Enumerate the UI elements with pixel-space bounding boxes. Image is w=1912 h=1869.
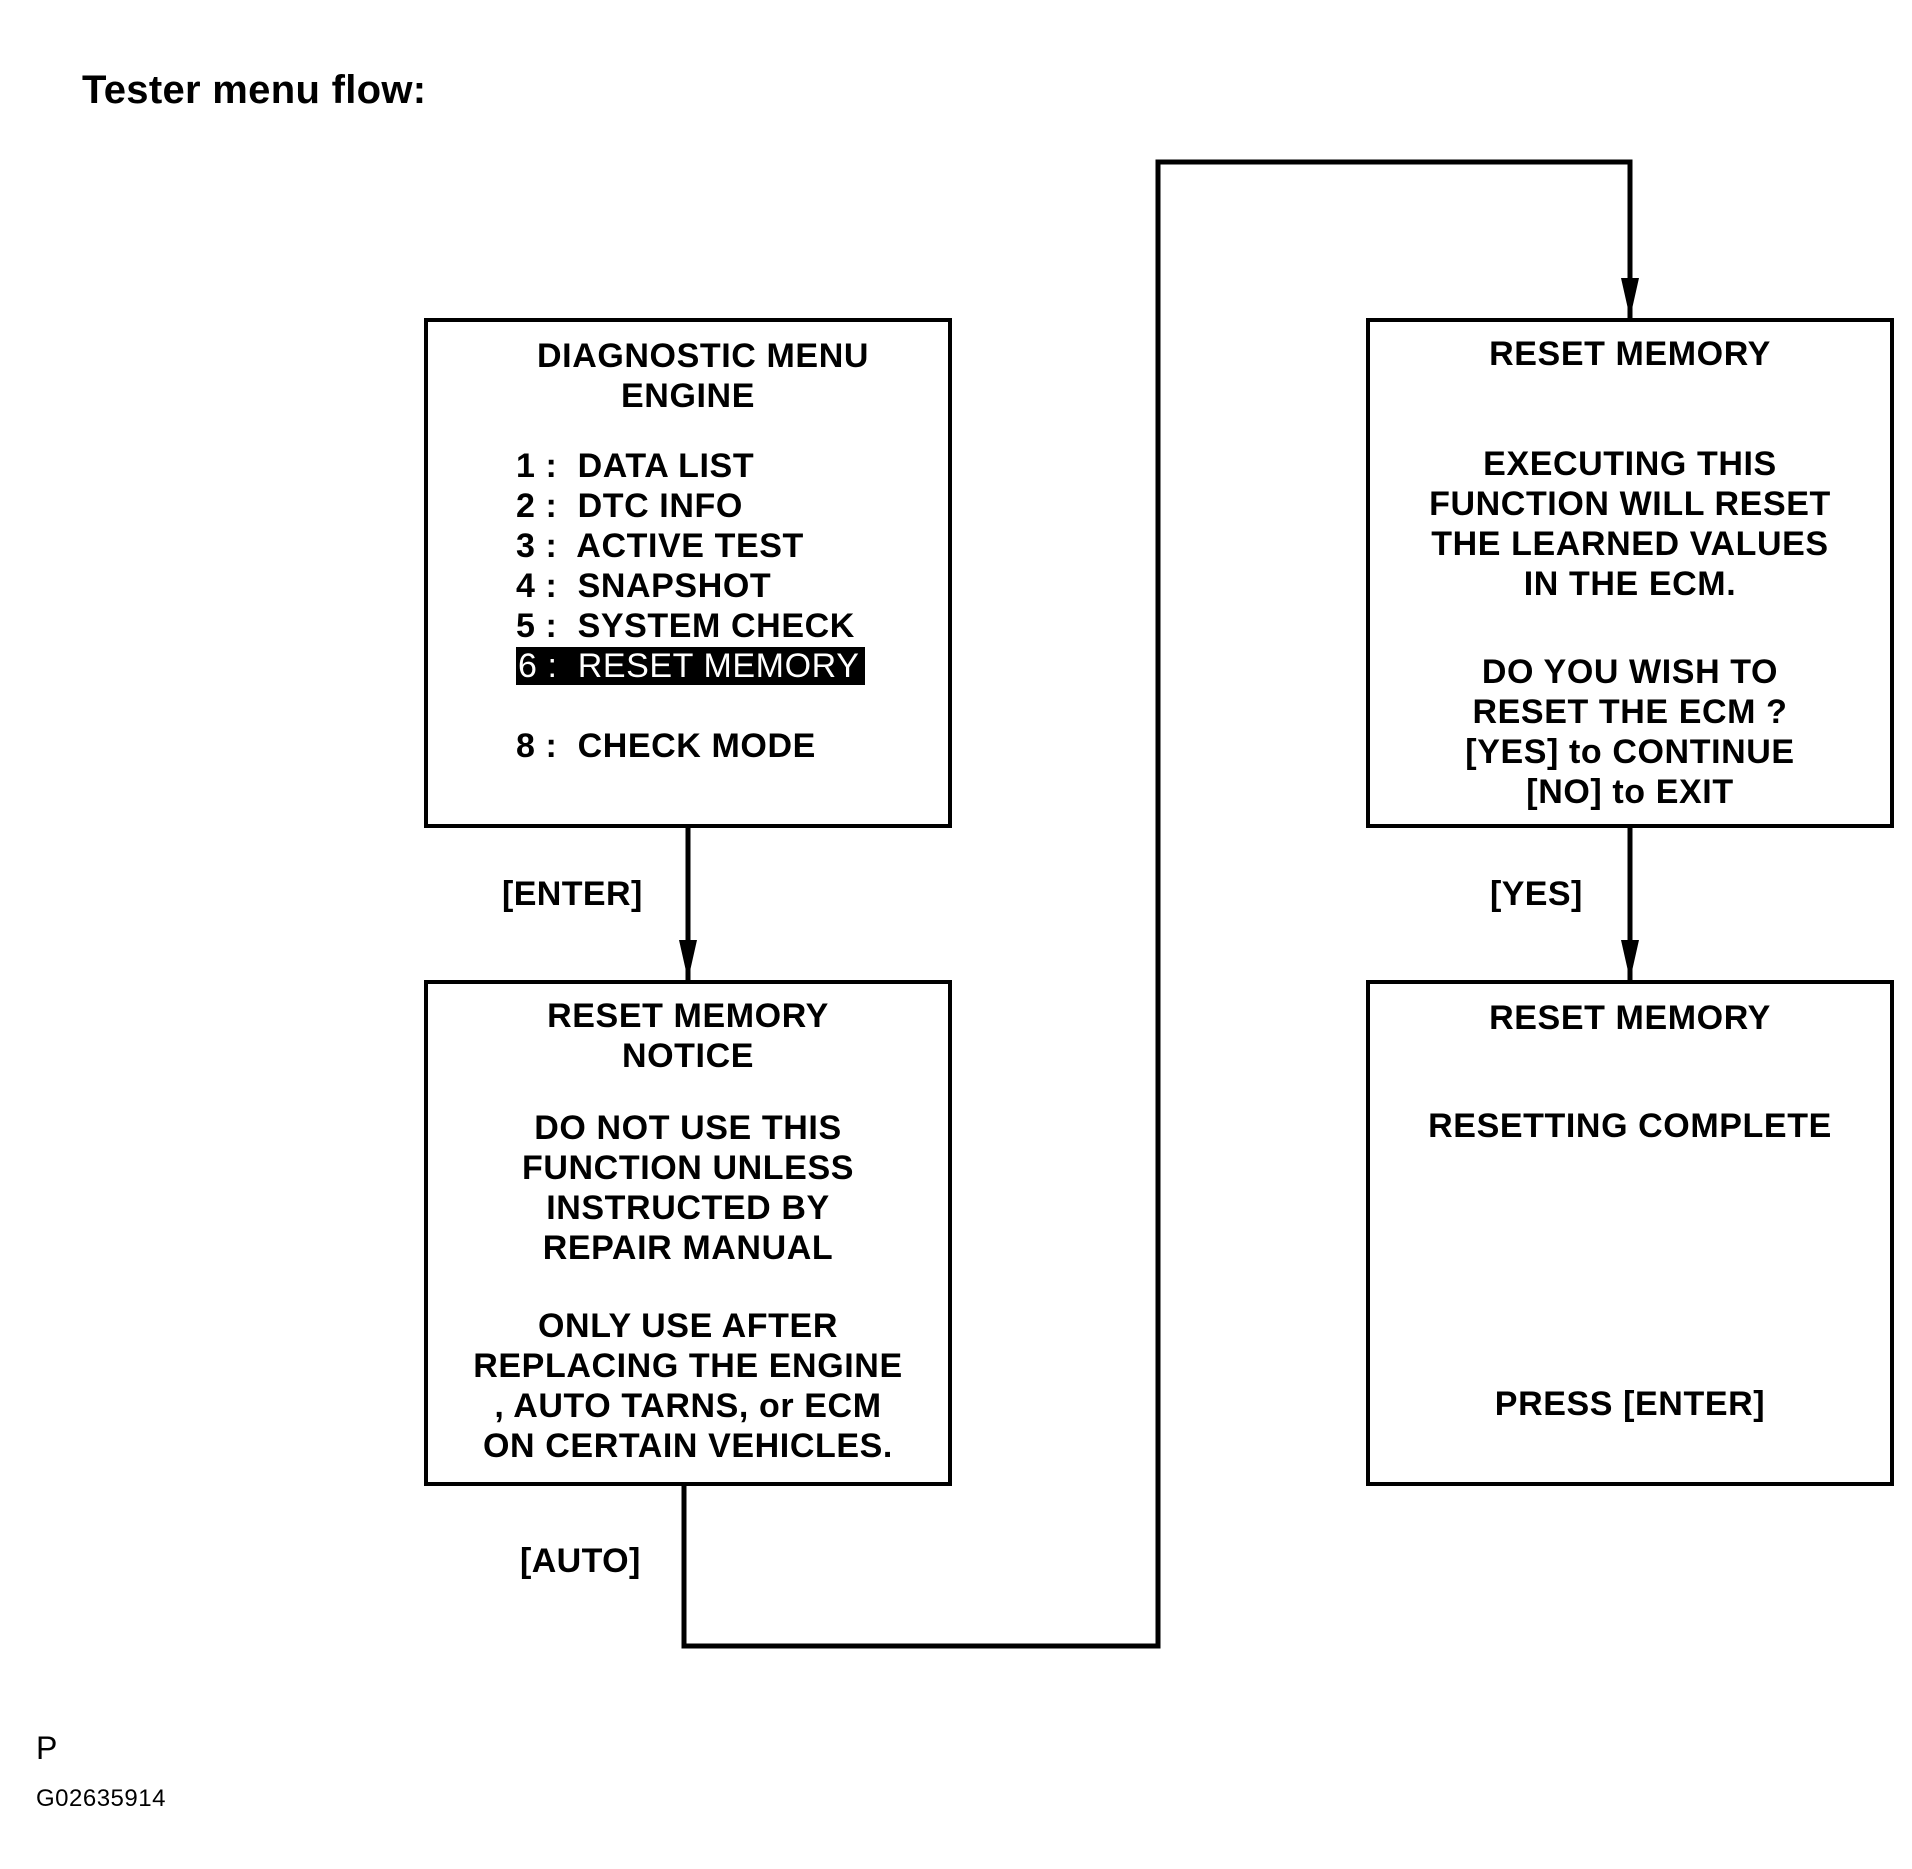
arrow-auto-head [1621,278,1639,318]
confirm-yes-option: [YES] to CONTINUE [1465,733,1795,771]
transition-label-yes: [YES] [1490,875,1583,913]
confirm-info-line: IN THE ECM. [1523,565,1737,603]
diagnostic-menu-list: 1 : DATA LIST 2 : DTC INFO 3 : ACTIVE TE… [428,446,948,766]
confirm-title: RESET MEMORY [1489,335,1771,373]
confirm-info-line: EXECUTING THIS [1483,445,1777,483]
figure-code: G02635914 [36,1785,166,1812]
confirm-no-option: [NO] to EXIT [1526,773,1734,811]
notice-subtitle: NOTICE [621,1037,755,1075]
reset-memory-complete-screen: RESET MEMORY RESETTING COMPLETE PRESS [E… [1366,980,1894,1486]
reset-memory-confirm-screen: RESET MEMORY EXECUTING THIS FUNCTION WIL… [1366,318,1894,828]
arrow-yes-head [1621,940,1639,980]
notice-title: RESET MEMORY [547,997,829,1035]
diagram-heading: Tester menu flow: [82,68,427,112]
menu-item-check-mode: 8 : CHECK MODE [516,727,816,765]
notice-usage-line: ONLY USE AFTER [538,1307,838,1345]
menu-item-system-check: 5 : SYSTEM CHECK [516,607,855,645]
complete-title: RESET MEMORY [1489,999,1771,1037]
notice-warning-line: REPAIR MANUAL [542,1229,834,1267]
notice-usage-line: ON CERTAIN VEHICLES. [483,1427,893,1465]
confirm-question-line: RESET THE ECM ? [1472,693,1788,731]
menu-item-active-test: 3 : ACTIVE TEST [516,527,804,565]
diagnostic-menu-subtitle: ENGINE [621,377,755,415]
transition-label-auto: [AUTO] [520,1542,641,1580]
notice-warning-line: FUNCTION UNLESS [522,1149,854,1187]
confirm-info-line: THE LEARNED VALUES [1431,525,1829,563]
complete-status: RESETTING COMPLETE [1428,1107,1832,1145]
complete-prompt: PRESS [ENTER] [1494,1385,1766,1423]
notice-usage-line: REPLACING THE ENGINE [473,1347,903,1385]
diagnostic-menu-title: DIAGNOSTIC MENU [537,337,869,375]
footer-letter: P [36,1730,58,1766]
reset-memory-notice-screen: RESET MEMORY NOTICE DO NOT USE THIS FUNC… [424,980,952,1486]
notice-usage-line: , AUTO TARNS, or ECM [494,1387,882,1425]
menu-item-data-list: 1 : DATA LIST [516,447,755,485]
menu-item-reset-memory-row: 6 : RESET MEMORY [516,646,948,686]
diagnostic-menu-screen: DIAGNOSTIC MENU ENGINE 1 : DATA LIST 2 :… [424,318,952,828]
transition-label-enter: [ENTER] [502,875,643,913]
menu-item-snapshot: 4 : SNAPSHOT [516,567,772,605]
notice-warning-line: INSTRUCTED BY [546,1189,830,1227]
confirm-info-line: FUNCTION WILL RESET [1429,485,1831,523]
arrow-enter-head [679,940,697,980]
confirm-question-line: DO YOU WISH TO [1481,653,1779,691]
menu-item-reset-memory-selected: 6 : RESET MEMORY [516,647,866,685]
notice-warning-line: DO NOT USE THIS [534,1109,842,1147]
arrow-auto [681,159,1633,1649]
menu-item-dtc-info: 2 : DTC INFO [516,487,743,525]
